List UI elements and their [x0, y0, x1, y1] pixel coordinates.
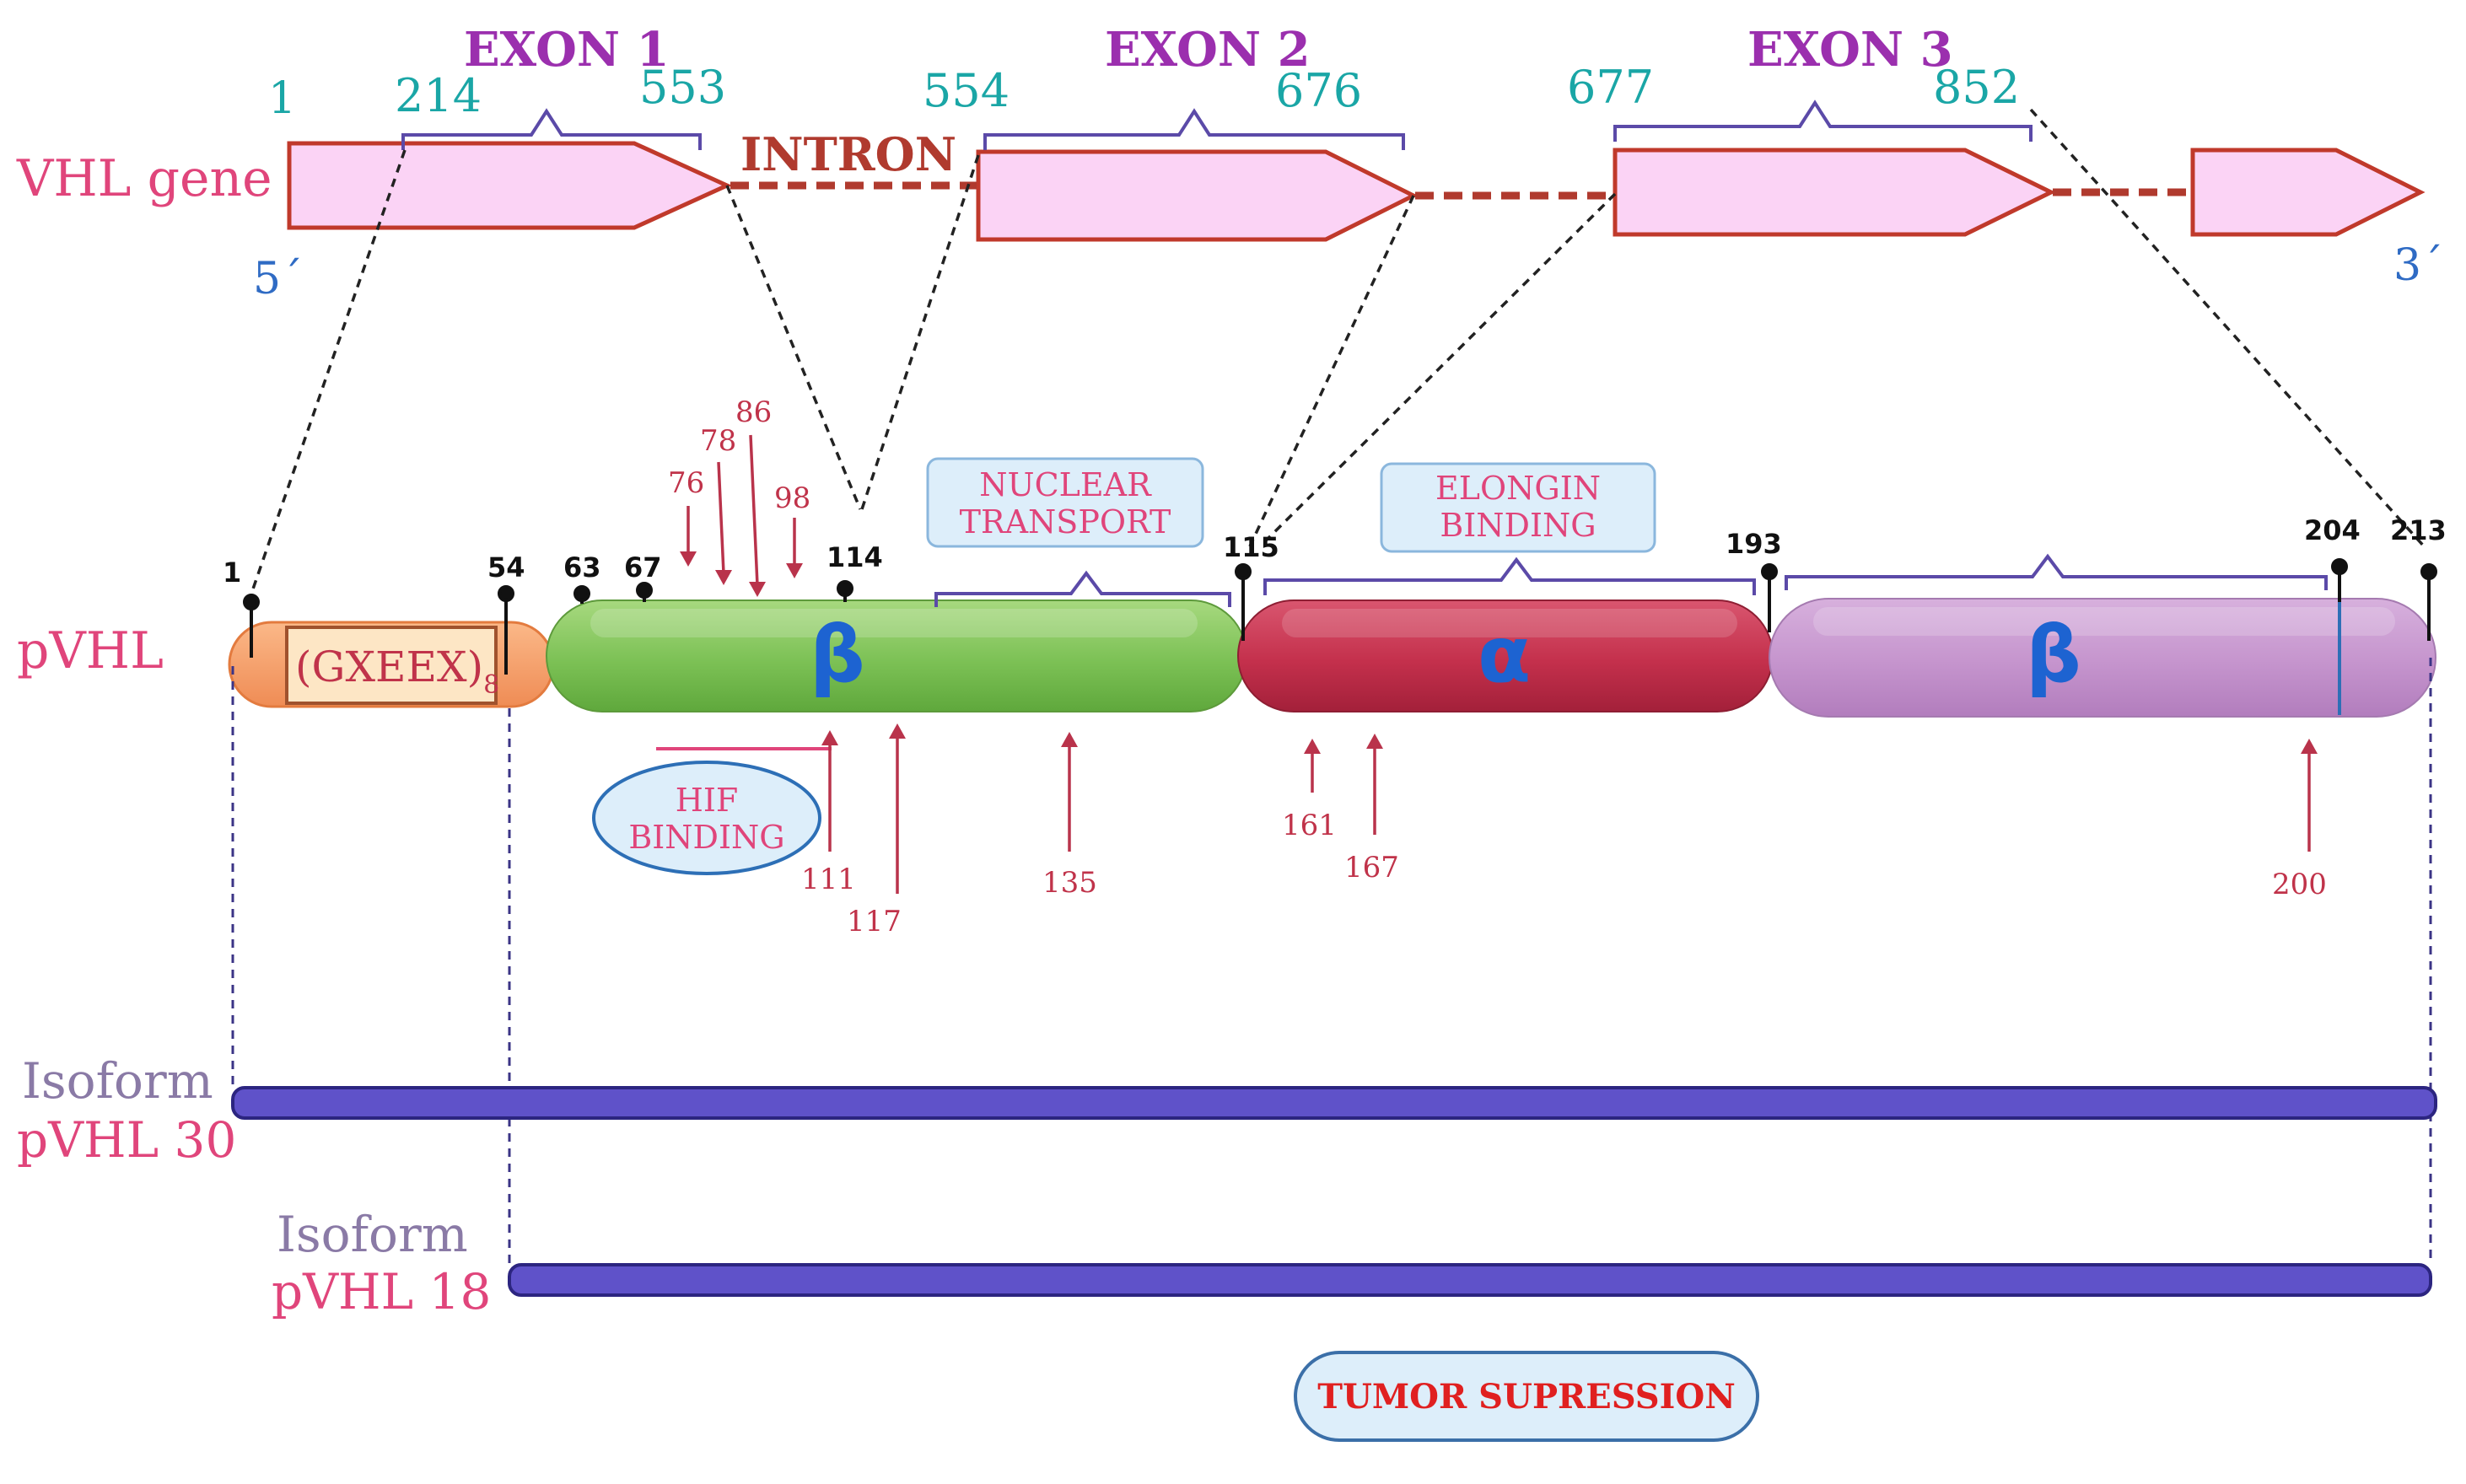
intron-label: INTRON: [740, 127, 956, 181]
isoform-18-bar: [508, 1263, 2432, 1297]
exon-3-arrow: [1613, 148, 2056, 237]
mut-167: 167: [1344, 851, 1399, 884]
isoform-30-line2: pVHL 30: [17, 1111, 236, 1169]
exon-1-end: 553: [639, 61, 726, 114]
elongin-binding-bracket: [1263, 556, 1756, 595]
mapping-lines: [248, 108, 2427, 600]
exon-2-start: 554: [923, 64, 1010, 117]
tumor-suppression-box: [1294, 1351, 1759, 1442]
isoform-18-line2: pVHL 18: [272, 1263, 491, 1320]
exon-3-end: 852: [1933, 61, 2020, 114]
exon-3-start: 677: [1567, 61, 1654, 114]
hif-binding-line1: HIF: [676, 782, 739, 819]
elongin-binding-box: [1380, 462, 1656, 553]
pos-1: 1: [223, 556, 241, 589]
pos-193: 193: [1726, 528, 1782, 560]
exon-2-bracket: [983, 108, 1405, 150]
pos-115: 115: [1223, 531, 1279, 563]
isoform-18-line1: Isoform: [277, 1206, 468, 1263]
mut-161: 161: [1282, 809, 1337, 842]
protein-label: pVHL: [17, 621, 164, 680]
exon-2-title: EXON 2: [1105, 22, 1311, 78]
isoform-30-bar: [231, 1086, 2437, 1120]
three-prime-label: 3´: [2393, 240, 2443, 291]
motif-label: (GXEEX)8: [295, 643, 499, 700]
pos-54: 54: [487, 551, 525, 583]
mut-200: 200: [2272, 868, 2327, 901]
pos-204: 204: [2304, 514, 2361, 546]
nuclear-transport-line2: TRANSPORT: [960, 503, 1171, 540]
exon-4-arrow: [2190, 148, 2426, 237]
tumor-suppression-label: TUMOR SUPRESSION: [1317, 1377, 1736, 1417]
nuclear-transport-bracket: [934, 570, 1231, 607]
elongin-binding-line2: BINDING: [1440, 507, 1596, 544]
exon-1-bracket: [401, 108, 702, 150]
exon-3-title: EXON 3: [1747, 22, 1953, 78]
beta-2-bracket: [1785, 553, 2328, 590]
position-pins: [243, 558, 2437, 675]
beta-2-highlight: [1813, 607, 2395, 636]
gene-start-number: 1: [268, 73, 296, 124]
pos-67: 67: [624, 551, 662, 583]
pos-213: 213: [2390, 514, 2447, 546]
beta-1-highlight: [590, 609, 1198, 637]
five-prime-label: 5´: [253, 254, 303, 304]
alpha-highlight: [1282, 609, 1737, 637]
gene-label: VHL gene: [16, 149, 272, 208]
beta-2-domain: [1769, 598, 2436, 718]
exon-3-bracket: [1613, 99, 2033, 142]
mut-135: 135: [1042, 866, 1097, 900]
mut-117: 117: [847, 905, 902, 938]
beta-1-letter: β: [810, 610, 865, 700]
mut-98: 98: [774, 481, 810, 515]
mut-78: 78: [700, 424, 736, 458]
elongin-binding-line1: ELONGIN: [1435, 470, 1601, 507]
nuclear-transport-box: [926, 457, 1204, 548]
hif-binding-line2: BINDING: [628, 819, 784, 856]
top-mutation-arrows: [680, 434, 803, 597]
exon-1-start: 214: [395, 69, 482, 122]
exon-1-arrow: [287, 141, 733, 230]
mut-111: 111: [801, 863, 856, 896]
alpha-letter: α: [1478, 610, 1531, 700]
isoform-30-line1: Isoform: [22, 1052, 213, 1110]
mut-86: 86: [735, 395, 772, 429]
mut-76: 76: [668, 466, 704, 500]
pos-63: 63: [563, 551, 601, 583]
pos-114: 114: [826, 541, 883, 573]
nuclear-transport-line1: NUCLEAR: [979, 466, 1152, 503]
motif-box: [285, 626, 498, 705]
exon-1-title: EXON 1: [464, 22, 670, 78]
exon-2-end: 676: [1275, 64, 1362, 117]
beta-2-letter: β: [2026, 610, 2081, 700]
hif-binding-oval: [592, 761, 821, 875]
bottom-mutation-arrows: [821, 723, 2318, 894]
exon-2-arrow: [976, 149, 1419, 242]
isoform-guides: [231, 658, 2432, 1265]
